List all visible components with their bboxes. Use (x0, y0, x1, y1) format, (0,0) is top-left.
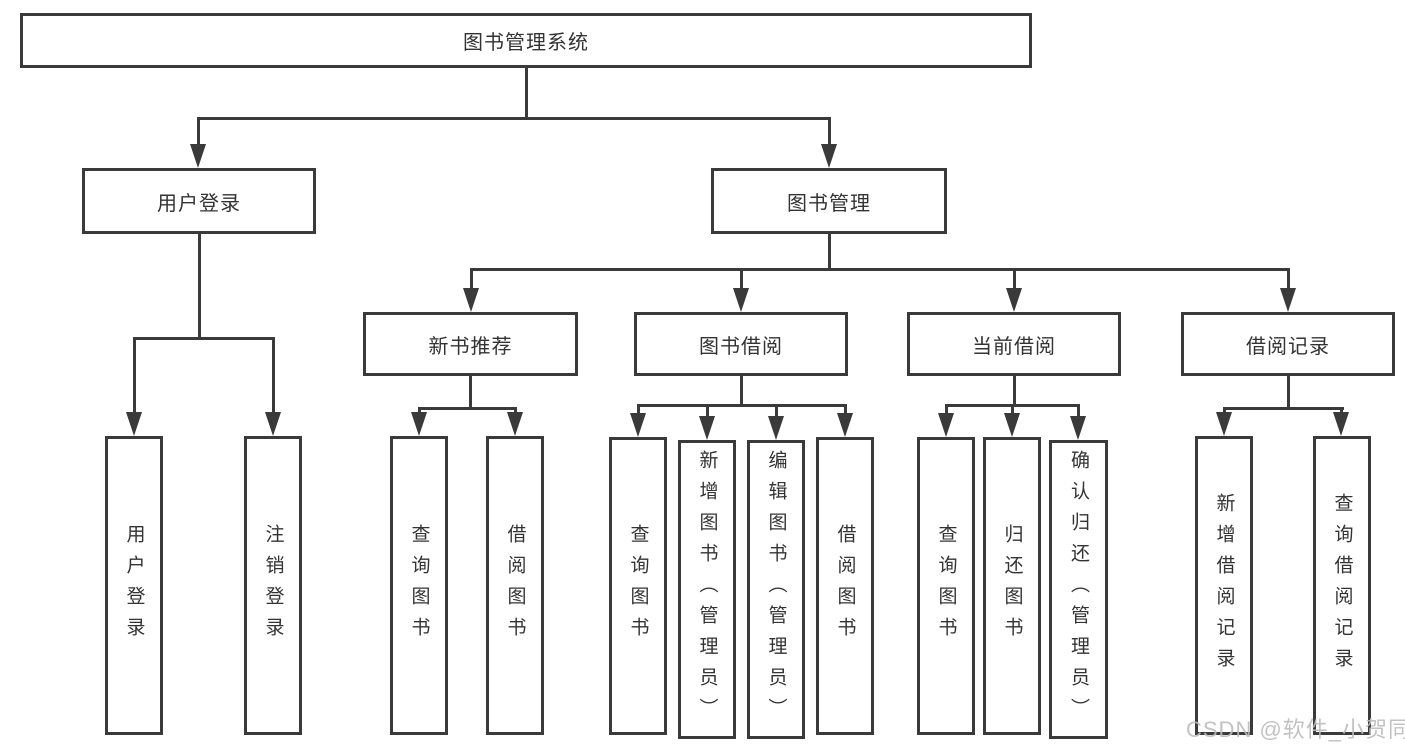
leaf-label: 注销登录 (262, 523, 284, 648)
leaf-borrow-books-borrowing: 借阅图书 (816, 437, 874, 735)
connector-drop (418, 407, 421, 416)
arrow-down-icon (190, 144, 206, 168)
arrow-down-icon (733, 288, 749, 312)
connector-drop (1011, 404, 1014, 416)
leaf-label: 新增图书（管理员） (696, 450, 718, 729)
node-library-management-system: 图书管理系统 (20, 13, 1032, 68)
leaf-label: 新增借阅记录 (1213, 492, 1235, 679)
connector-trunk (828, 234, 831, 269)
leaf-add-book-admin: 新增图书（管理员） (678, 440, 736, 739)
arrow-down-icon (837, 413, 853, 437)
leaf-label: 确认归还（管理员） (1068, 450, 1089, 729)
connector-drop (514, 407, 517, 416)
leaf-query-books-current: 查询图书 (917, 437, 975, 735)
leaf-label: 查询图书 (935, 524, 957, 648)
connector-drop (706, 404, 709, 418)
leaf-label: 借阅图书 (504, 523, 526, 648)
node-book-borrowing: 图书借阅 (634, 312, 848, 376)
arrow-down-icon (938, 413, 954, 437)
arrow-down-icon (507, 412, 523, 436)
connector-bar (470, 268, 1290, 271)
leaf-query-borrow-record: 查询借阅记录 (1313, 436, 1371, 735)
leaf-label: 编辑图书（管理员） (765, 450, 787, 729)
connector-drop (1077, 404, 1080, 418)
node-current-borrowing: 当前借阅 (907, 312, 1121, 376)
connector-drop (637, 404, 640, 416)
connector-drop (1287, 268, 1290, 291)
arrow-down-icon (630, 413, 646, 437)
arrow-down-icon (265, 412, 281, 436)
connector-trunk (740, 376, 743, 405)
arrow-down-icon (1006, 288, 1022, 312)
leaf-borrow-books-recommend: 借阅图书 (486, 436, 544, 735)
connector-bar (1223, 407, 1344, 410)
node-borrowing-records: 借阅记录 (1181, 312, 1395, 376)
arrow-down-icon (1004, 413, 1020, 437)
leaf-query-books-recommend: 查询图书 (390, 436, 448, 735)
leaf-query-books-borrowing: 查询图书 (609, 437, 667, 735)
arrow-down-icon (463, 288, 479, 312)
connector-level1-bar (197, 117, 831, 120)
node-book-management: 图书管理 (711, 168, 947, 234)
connector-drop (133, 337, 136, 414)
leaf-label: 用户登录 (123, 523, 145, 648)
leaf-add-borrow-record: 新增借阅记录 (1195, 436, 1253, 735)
leaf-label: 查询图书 (627, 524, 649, 648)
leaf-logout: 注销登录 (244, 436, 302, 735)
arrow-down-icon (768, 416, 784, 440)
connector-trunk (1013, 376, 1016, 405)
leaf-edit-book-admin: 编辑图书（管理员） (747, 440, 805, 739)
arrow-down-icon (1216, 412, 1232, 436)
node-user-login: 用户登录 (82, 168, 316, 234)
connector-drop (740, 268, 743, 291)
connector-drop (828, 117, 831, 146)
arrow-down-icon (1280, 288, 1296, 312)
leaf-user-login: 用户登录 (105, 436, 163, 735)
connector-trunk (1287, 376, 1290, 408)
arrow-down-icon (821, 144, 837, 168)
connector-trunk (469, 376, 472, 408)
arrow-down-icon (411, 412, 427, 436)
leaf-label: 借阅图书 (834, 524, 856, 648)
connector-drop (1223, 407, 1226, 416)
leaf-label: 归还图书 (1001, 524, 1023, 648)
connector-bar (133, 337, 275, 340)
leaf-return-books: 归还图书 (983, 437, 1041, 735)
leaf-label: 查询借阅记录 (1331, 492, 1353, 679)
connector-drop (1340, 407, 1343, 416)
arrow-down-icon (699, 416, 715, 440)
leaf-confirm-return-admin: 确认归还（管理员） (1049, 440, 1108, 739)
connector-drop (272, 337, 275, 414)
connector-drop (1013, 268, 1016, 291)
connector-bar (637, 404, 847, 407)
connector-trunk (198, 234, 201, 338)
connector-drop (197, 117, 200, 146)
arrow-down-icon (1333, 412, 1349, 436)
connector-drop (470, 268, 473, 291)
node-new-book-recommendation: 新书推荐 (363, 312, 578, 376)
arrow-down-icon (1070, 416, 1086, 440)
connector-root-trunk (525, 68, 528, 118)
connector-drop (844, 404, 847, 416)
connector-drop (775, 404, 778, 418)
csdn-watermark: CSDN @软件_小贺同学 (1186, 717, 1405, 742)
connector-bar (418, 407, 517, 410)
leaf-label: 查询图书 (408, 523, 430, 648)
arrow-down-icon (126, 412, 142, 436)
connector-drop (945, 404, 948, 416)
